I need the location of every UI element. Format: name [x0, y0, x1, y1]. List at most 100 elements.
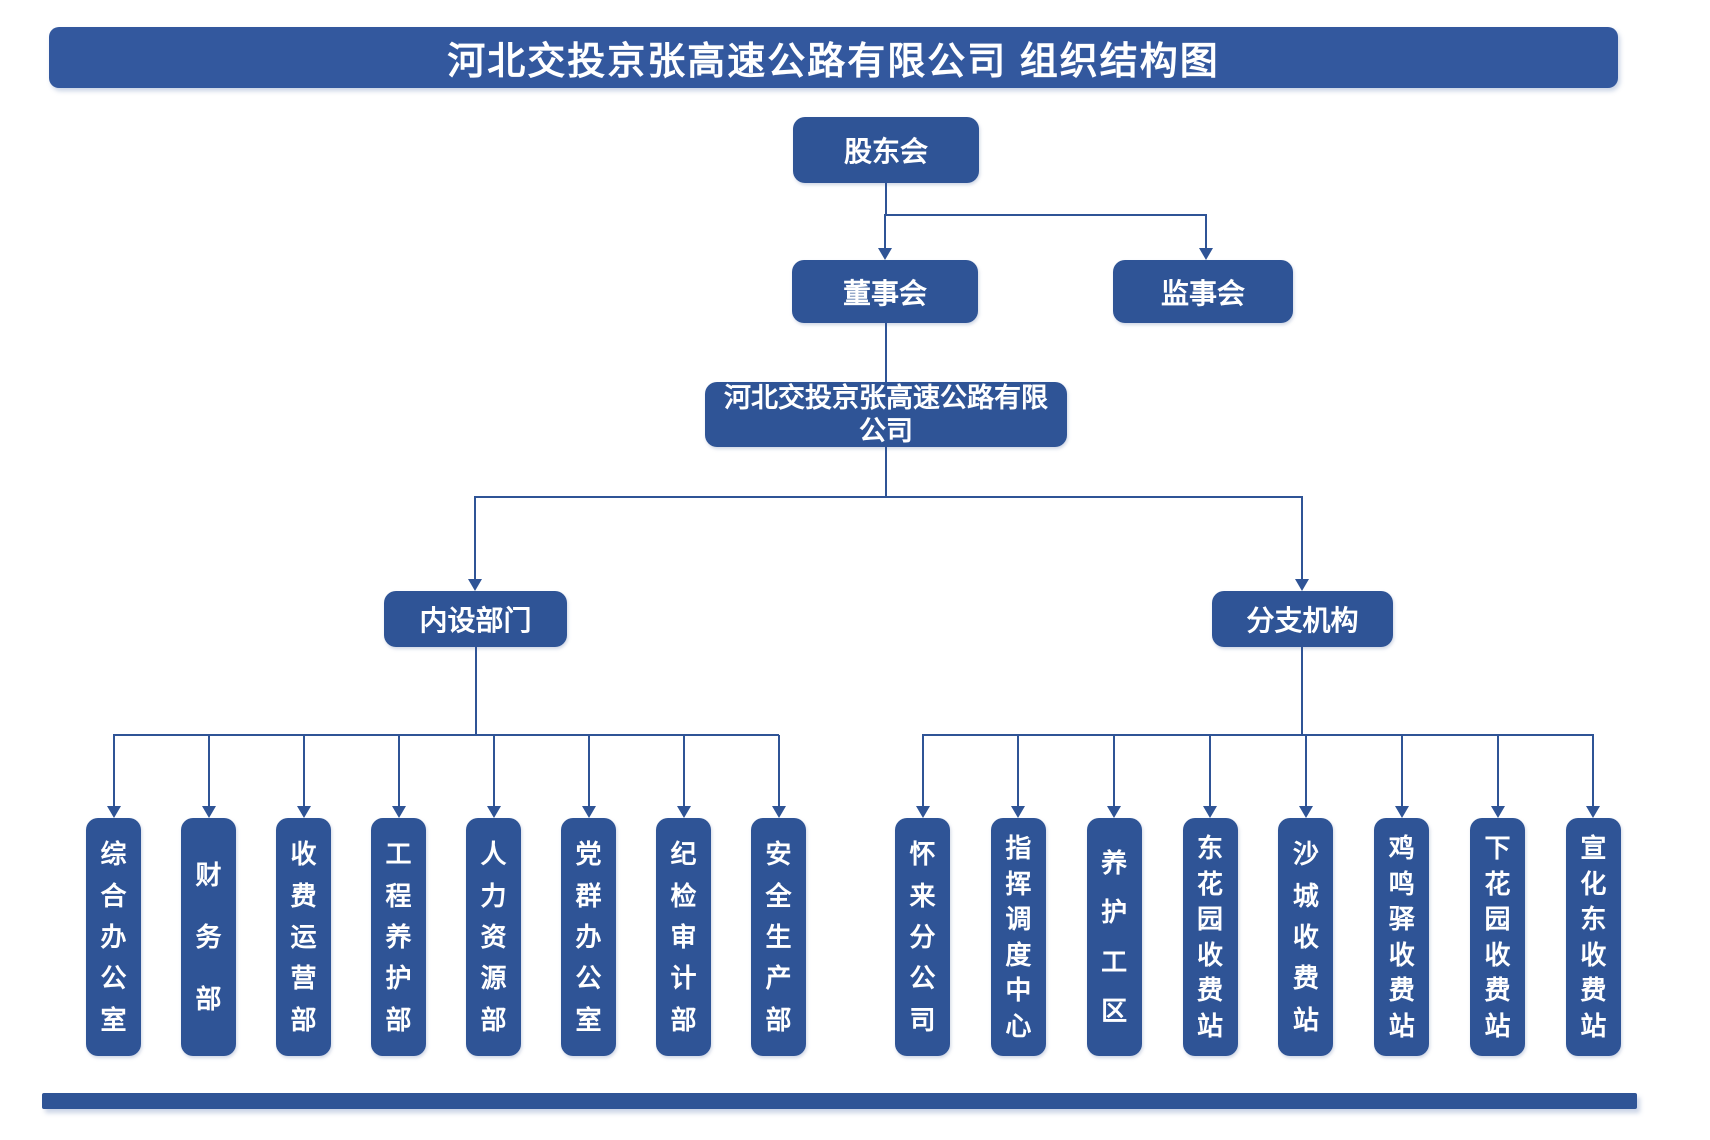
- department-box-party-masses-office: 党群办公室: [561, 818, 616, 1056]
- connector-stem: [1304, 735, 1307, 806]
- connector-internal-bus: [113, 734, 779, 736]
- connector-stem: [207, 735, 210, 806]
- connector-drop: [895, 735, 950, 818]
- node-label: 董事会: [842, 277, 927, 309]
- department-drop-arrows: [86, 735, 806, 818]
- connector-drop: [751, 735, 806, 818]
- connector-drop: [1278, 735, 1333, 818]
- arrow-down-icon: [771, 806, 786, 818]
- node-internal-departments: 内设部门: [384, 591, 567, 647]
- department-box-discipline-audit: 纪检审计部: [656, 818, 711, 1056]
- arrow-down-icon: [1298, 806, 1313, 818]
- branch-box-xuanhuadong-toll-station: 宣化东收费站: [1565, 818, 1621, 1056]
- arrow-down-icon: [1394, 806, 1409, 818]
- connector-stem: [302, 735, 305, 806]
- connector-to-supervisory: [1199, 214, 1213, 260]
- connector-stem: [1400, 735, 1403, 806]
- arrow-down-icon: [106, 806, 121, 818]
- branch-drop-arrows: [895, 735, 1621, 818]
- department-box-safety-production: 安全生产部: [751, 818, 806, 1056]
- arrow-down-icon: [1490, 806, 1505, 818]
- branch-box-command-dispatch-center: 指挥调度中心: [990, 818, 1046, 1056]
- connector-board-to-company: [885, 323, 887, 382]
- node-label: 内设部门: [419, 605, 532, 636]
- department-box-toll-operations: 收费运营部: [276, 818, 331, 1056]
- department-box-engineering-maintenance: 工程养护部: [371, 818, 426, 1056]
- arrow-down-icon: [1295, 579, 1309, 591]
- arrow-down-icon: [676, 806, 691, 818]
- node-branch-organizations: 分支机构: [1212, 591, 1393, 647]
- connector-branches-bus: [922, 734, 1594, 736]
- node-board-of-directors: 董事会: [792, 260, 978, 323]
- branch-box-maintenance-work-area: 养护工区: [1086, 818, 1142, 1056]
- bottom-accent-bar: [42, 1093, 1637, 1109]
- connector-to-branch-organizations: [1295, 496, 1309, 591]
- arrow-down-icon: [1107, 806, 1122, 818]
- branch-box-donghuayuan-toll-station: 东花园收费站: [1182, 818, 1238, 1056]
- connector-drop: [1470, 735, 1525, 818]
- node-label: 河北交投京张高速公路有限公司: [724, 382, 1048, 446]
- arrow-down-icon: [1586, 806, 1601, 818]
- arrow-down-icon: [296, 806, 311, 818]
- connector-stem: [587, 735, 590, 806]
- arrow-down-icon: [915, 806, 930, 818]
- department-box-general-office: 综合办公室: [86, 818, 141, 1056]
- connector-drop: [371, 735, 426, 818]
- connector-stem: [921, 735, 924, 806]
- arrow-down-icon: [1203, 806, 1218, 818]
- arrow-down-icon: [1199, 248, 1213, 260]
- connector-stem: [397, 735, 400, 806]
- arrow-down-icon: [1011, 806, 1026, 818]
- department-box-finance: 财务部: [181, 818, 236, 1056]
- arrow-down-icon: [201, 806, 216, 818]
- chart-title: 河北交投京张高速公路有限公司 组织结构图: [447, 41, 1220, 83]
- connector-stem: [682, 735, 685, 806]
- department-boxes: 综合办公室 财务部 收费运营部 工程养护部 人力资源部 党群办公室 纪检审计部 …: [86, 818, 806, 1056]
- branch-boxes: 怀来分公司 指挥调度中心 养护工区 东花园收费站 沙城收费站 鸡鸣驿收费站 下花…: [895, 818, 1621, 1056]
- connector-drop: [991, 735, 1046, 818]
- connector-drop: [1183, 735, 1238, 818]
- connector-company-split: [475, 496, 1303, 498]
- connector-drop: [86, 735, 141, 818]
- department-box-human-resources: 人力资源部: [466, 818, 521, 1056]
- branch-box-xiahuayuan-toll-station: 下花园收费站: [1470, 818, 1526, 1056]
- node-company: 河北交投京张高速公路有限公司: [705, 382, 1067, 447]
- connector-drop: [561, 735, 616, 818]
- node-label: 监事会: [1160, 277, 1245, 309]
- connector-company-stem: [885, 447, 887, 497]
- arrow-down-icon: [468, 579, 482, 591]
- connector-stem: [777, 735, 780, 806]
- node-label: 分支机构: [1246, 605, 1359, 636]
- connector-shareholders-split: [885, 214, 1207, 216]
- connector-stem: [112, 735, 115, 806]
- connector-drop: [1566, 735, 1621, 818]
- connector-stem: [884, 214, 886, 248]
- arrow-down-icon: [878, 248, 892, 260]
- connector-drop: [181, 735, 236, 818]
- node-supervisory-board: 监事会: [1113, 260, 1293, 323]
- connector-drop: [1087, 735, 1142, 818]
- connector-stem: [492, 735, 495, 806]
- connector-stem: [474, 496, 476, 579]
- node-shareholders-meeting: 股东会: [793, 117, 979, 183]
- arrow-down-icon: [391, 806, 406, 818]
- connector-drop: [1374, 735, 1429, 818]
- arrow-down-icon: [581, 806, 596, 818]
- connector-stem: [1205, 214, 1207, 248]
- connector-stem: [1301, 496, 1303, 579]
- connector-branches-stem: [1301, 647, 1303, 735]
- connector-drop: [276, 735, 331, 818]
- connector-stem: [1496, 735, 1499, 806]
- connector-internal-stem: [475, 647, 477, 735]
- branch-box-huailai-subsidiary: 怀来分公司: [895, 818, 950, 1056]
- branch-box-shacheng-toll-station: 沙城收费站: [1278, 818, 1334, 1056]
- node-label: 股东会: [843, 136, 928, 167]
- connector-stem: [1592, 735, 1595, 806]
- connector-to-internal-departments: [468, 496, 482, 591]
- connector-stem: [1017, 735, 1020, 806]
- connector-drop: [466, 735, 521, 818]
- connector-shareholders-stem: [885, 183, 887, 215]
- connector-stem: [1113, 735, 1116, 806]
- arrow-down-icon: [486, 806, 501, 818]
